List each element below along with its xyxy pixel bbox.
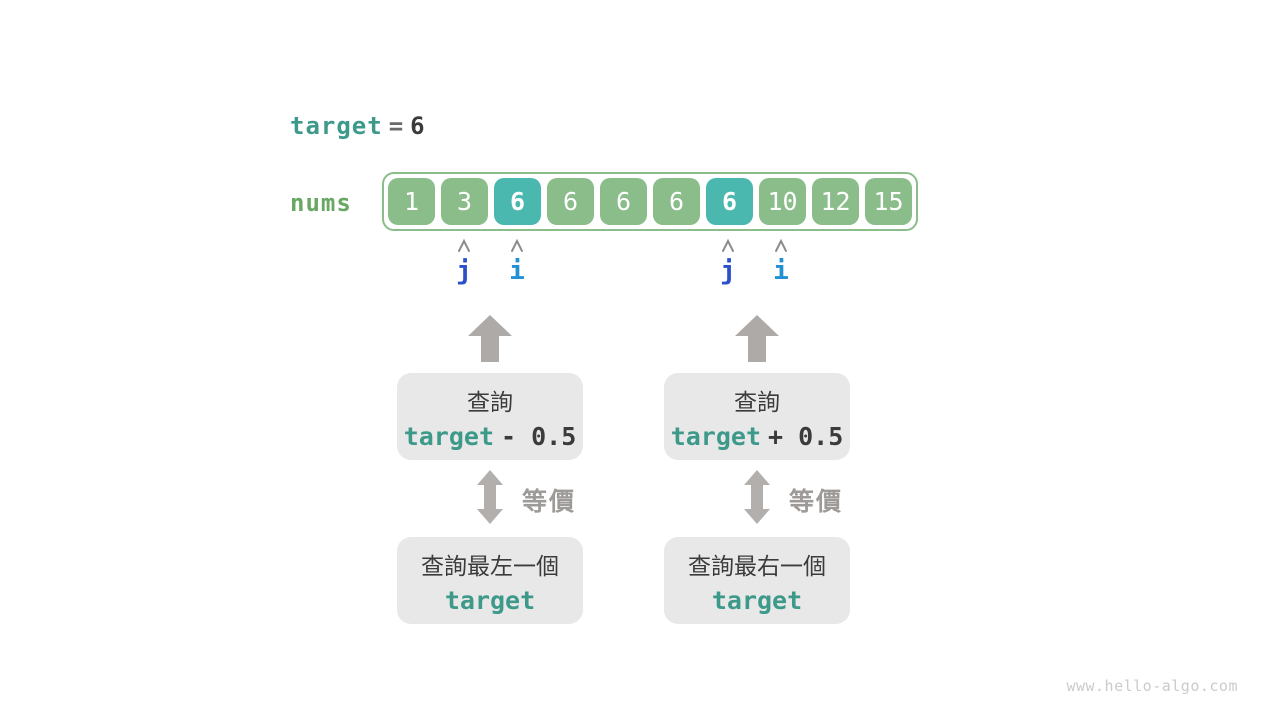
array-cell: 6 — [653, 178, 700, 225]
result-value: target — [444, 585, 536, 615]
pointer-label: j — [456, 256, 472, 286]
watermark: www.hello-algo.com — [1066, 677, 1238, 695]
target-value: 6 — [410, 112, 426, 140]
caret-up-icon — [722, 238, 734, 252]
array-cell: 3 — [441, 178, 488, 225]
pointer-label: i — [509, 256, 525, 286]
array-name-label: nums — [290, 189, 352, 217]
query-box-left: 查詢 target- 0.5 — [397, 373, 583, 460]
array-cell: 6 — [600, 178, 647, 225]
query-box-right: 查詢 target+ 0.5 — [664, 373, 850, 460]
result-box-right: 查詢最右一個 target — [664, 537, 850, 624]
nums-array: 1 3 6 6 6 6 6 10 12 15 — [382, 172, 918, 231]
array-cell-highlighted: 6 — [706, 178, 753, 225]
equivalence-label: 等價 — [789, 488, 844, 516]
double-arrow-icon — [477, 470, 503, 524]
expression-variable: target — [670, 421, 762, 451]
result-title: 查詢最右一個 — [688, 552, 826, 579]
target-variable-name: target — [290, 112, 383, 140]
expression-variable: target — [403, 421, 495, 451]
pointer-j-right: j — [708, 238, 748, 296]
pointer-j-left: j — [444, 238, 484, 296]
pointer-label: i — [773, 256, 789, 286]
query-expression: target- 0.5 — [404, 422, 577, 451]
array-cell: 1 — [388, 178, 435, 225]
equals-sign: = — [388, 112, 405, 140]
result-box-left: 查詢最左一個 target — [397, 537, 583, 624]
target-assignment: target=6 — [290, 112, 426, 140]
equivalence-label: 等價 — [522, 488, 577, 516]
double-arrow-icon — [744, 470, 770, 524]
pointer-i-right: i — [761, 238, 801, 296]
caret-up-icon — [511, 238, 523, 252]
caret-up-icon — [458, 238, 470, 252]
array-cell: 10 — [759, 178, 806, 225]
up-arrow-icon — [468, 315, 512, 362]
array-cell: 15 — [865, 178, 912, 225]
up-arrow-icon — [735, 315, 779, 362]
query-title: 查詢 — [734, 388, 780, 415]
expression-operator: + 0.5 — [768, 421, 844, 451]
pointer-label: j — [720, 256, 736, 286]
result-title: 查詢最左一個 — [421, 552, 559, 579]
array-cell: 12 — [812, 178, 859, 225]
expression-operator: - 0.5 — [501, 421, 577, 451]
array-cell: 6 — [547, 178, 594, 225]
query-expression: target+ 0.5 — [671, 422, 844, 451]
caret-up-icon — [775, 238, 787, 252]
result-value: target — [711, 585, 803, 615]
pointer-i-left: i — [497, 238, 537, 296]
query-title: 查詢 — [467, 388, 513, 415]
array-cell-highlighted: 6 — [494, 178, 541, 225]
